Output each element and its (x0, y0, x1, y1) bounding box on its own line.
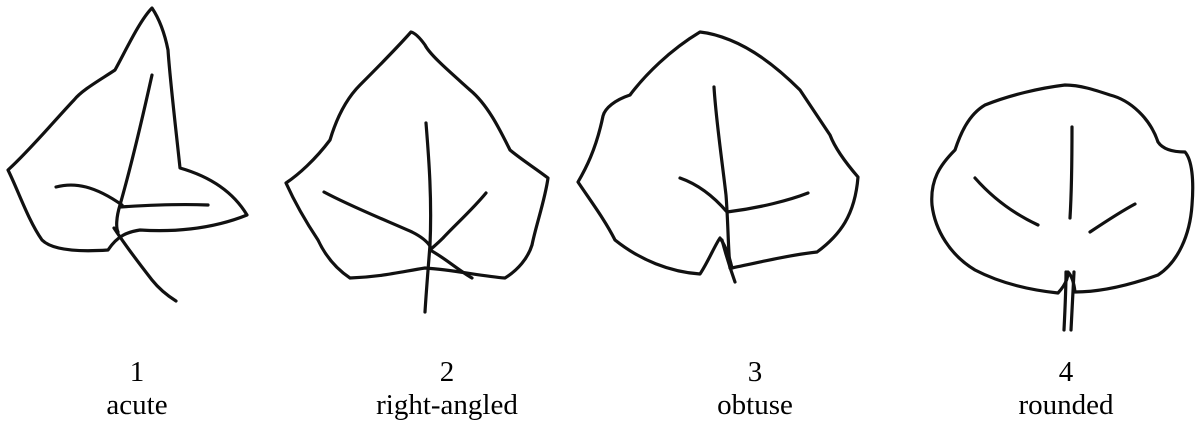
leaf-label: right-angled (376, 389, 518, 421)
leaf-vein-right (118, 203, 210, 209)
leaf-number: 1 (129, 356, 145, 388)
leaf-number: 3 (747, 356, 763, 388)
leaf-vein-left (973, 176, 1040, 227)
leaf-label: rounded (1018, 389, 1114, 421)
leaf-vein-left (322, 190, 432, 248)
leaf-right-angled-drawing (284, 30, 550, 314)
leaf-midrib (423, 121, 433, 314)
leaf-outline (930, 83, 1195, 295)
leaf-caption: 1 acute (27, 356, 247, 422)
leaf-vein-left (678, 176, 729, 214)
leaf-vein-left (54, 183, 124, 207)
leaf-stalk (720, 238, 737, 284)
leaf-number: 2 (439, 356, 455, 388)
leaf-caption: 4 rounded (956, 356, 1176, 422)
leaf-vein-right (428, 191, 488, 252)
leaf-stalk (112, 226, 178, 303)
leaf-vein-right (725, 191, 810, 214)
leaf-label: obtuse (717, 389, 793, 421)
leaf-midrib (115, 73, 154, 234)
leaf-caption: 3 obtuse (645, 356, 865, 422)
leaf-acute-drawing (6, 6, 249, 303)
leaf-obtuse-drawing (576, 30, 860, 284)
leaf-midrib (1068, 125, 1074, 220)
leaf-stalk-right (1069, 270, 1076, 332)
leaf-rounded-drawing (930, 83, 1195, 332)
leaf-number: 4 (1058, 356, 1074, 388)
leaf-outline (284, 30, 550, 280)
leaf-outline (6, 6, 249, 253)
leaf-stalk-left (1062, 270, 1068, 332)
leaf-stalk-side (428, 248, 474, 280)
leaf-label: acute (106, 389, 168, 421)
leaf-outline (576, 30, 860, 276)
leaf-caption: 2 right-angled (337, 356, 557, 422)
leaf-vein-right (1088, 202, 1137, 234)
leaf-midrib (712, 85, 732, 270)
